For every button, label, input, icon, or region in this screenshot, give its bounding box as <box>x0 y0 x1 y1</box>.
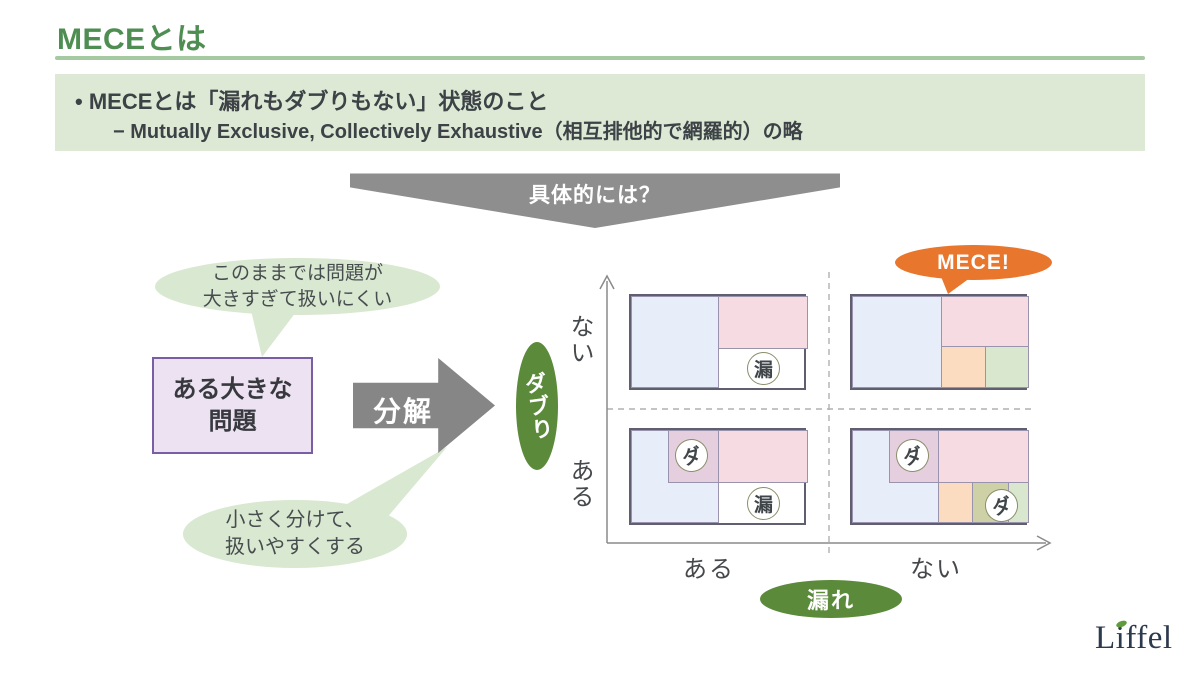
y-axis-title: ダブり <box>520 370 555 442</box>
mece-callout-text: MECE! <box>937 250 1010 274</box>
cell-blue <box>631 296 719 388</box>
quadrant-mece <box>850 294 1029 390</box>
speech-bubble-solution-text: 小さく分けて、 扱いやすくする <box>225 507 365 561</box>
leak-badge: 漏 <box>747 487 780 520</box>
speech-bubble-problem-line1: このままでは問題が <box>211 262 383 284</box>
speech-bubble-problem: このままでは問題が 大きすぎて扱いにくい <box>155 258 440 315</box>
speech-bubble-solution-line1: 小さく分けて、 <box>225 509 365 531</box>
cell-pink <box>941 296 1029 347</box>
quadrant-dup-yes-leak-no: ダ ダ <box>850 428 1029 526</box>
speech-bubble-solution: 小さく分けて、 扱いやすくする <box>183 500 407 568</box>
cell-orange <box>938 482 973 523</box>
big-problem-text: ある大きな 問題 <box>173 374 293 436</box>
x-axis-title: 漏れ <box>806 588 855 613</box>
liffel-logo-text: Liffel <box>1095 620 1173 656</box>
speech-bubble-problem-line2: 大きすぎて扱いにくい <box>202 288 393 310</box>
y-axis-arrowhead-icon <box>599 274 615 290</box>
x-axis-title-pill: 漏れ <box>760 580 902 618</box>
summary-band: • MECEとは「漏れもダブりもない」状態のこと − Mutually Excl… <box>55 74 1145 151</box>
chevron-label: 具体的には？ <box>529 184 661 207</box>
speech-bubble-problem-text: このままでは問題が 大きすぎて扱いにくい <box>203 261 393 312</box>
cell-blue <box>852 296 942 388</box>
cell-green <box>985 346 1029 388</box>
x-axis-arrowhead-icon <box>1036 535 1052 551</box>
title-underline <box>55 56 1145 60</box>
leak-badge: 漏 <box>747 352 780 385</box>
quadrant-dup-no-leak-yes: 漏 <box>629 294 808 390</box>
page-title: MECEとは <box>57 23 207 56</box>
decompose-arrow-label: 分解 <box>372 396 433 427</box>
y-axis-tick-nai: ない <box>566 314 593 366</box>
big-problem-line2: 問題 <box>208 407 257 435</box>
big-problem-line1: ある大きな <box>172 376 293 404</box>
y-axis-title-pill: ダブり <box>516 342 558 470</box>
summary-sub-line: − Mutually Exclusive, Collectively Exhau… <box>113 121 803 143</box>
x-axis-tick-nai: ない <box>910 556 962 583</box>
cell-pink <box>718 296 808 349</box>
y-axis-tick-aru: ある <box>566 458 593 510</box>
mece-callout-bubble: MECE! <box>895 245 1052 280</box>
big-problem-box: ある大きな 問題 <box>152 357 313 454</box>
quadrant-dup-yes-leak-yes: ダ 漏 <box>629 428 808 525</box>
x-axis-tick-aru: ある <box>683 556 735 583</box>
speech-bubble-solution-line2: 扱いやすくする <box>225 536 365 558</box>
liffel-logo: Liffel <box>1095 618 1173 657</box>
summary-bullet-line: • MECEとは「漏れもダブりもない」状態のこと <box>75 89 549 114</box>
cell-orange <box>941 346 986 388</box>
